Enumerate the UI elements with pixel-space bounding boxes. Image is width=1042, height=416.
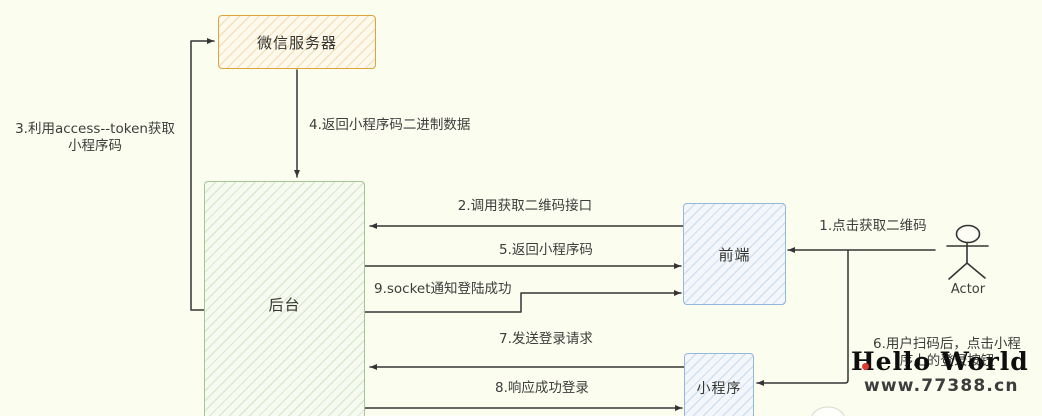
- node-frontend-label: 前端: [718, 245, 751, 264]
- edge-8-label: 8.响应成功登录: [495, 380, 589, 396]
- edge-6-label: 6.用户扫码后，点击小程序上的登录按钮: [873, 336, 1021, 369]
- node-backend: 后台: [204, 181, 365, 416]
- node-wechat-server-label: 微信服务器: [256, 33, 337, 52]
- edge-2-label: 2.调用获取二维码接口: [457, 198, 593, 214]
- edge-3-label: 3.利用access--token获取小程序码: [15, 121, 175, 154]
- edge-1-label: 1.点击获取二维码: [819, 218, 927, 234]
- actor-head: [955, 224, 981, 244]
- watermark: Hello World www.77388.cn: [851, 347, 1041, 397]
- actor-legs: [948, 261, 986, 280]
- edge-9-label: 9.socket通知登陆成功: [374, 281, 512, 297]
- bottom-cropped-ellipse: [811, 406, 845, 416]
- watermark-red-dot-icon: [862, 363, 869, 370]
- edge-7-label: 7.发送登录请求: [499, 331, 593, 347]
- actor-label: Actor: [950, 282, 986, 297]
- node-wechat-server: 微信服务器: [218, 15, 376, 69]
- node-miniprogram-label: 小程序: [696, 381, 742, 397]
- node-backend-label: 后台: [268, 295, 301, 314]
- node-miniprogram: 小程序: [684, 353, 754, 416]
- actor-figure: [946, 224, 989, 280]
- watermark-title: Hello World: [851, 347, 1029, 376]
- edge-4-label: 4.返回小程序码二进制数据: [309, 117, 471, 133]
- watermark-url: www.77388.cn: [864, 376, 1019, 396]
- edge-5-label: 5.返回小程序码: [499, 242, 593, 258]
- node-frontend: 前端: [683, 203, 786, 305]
